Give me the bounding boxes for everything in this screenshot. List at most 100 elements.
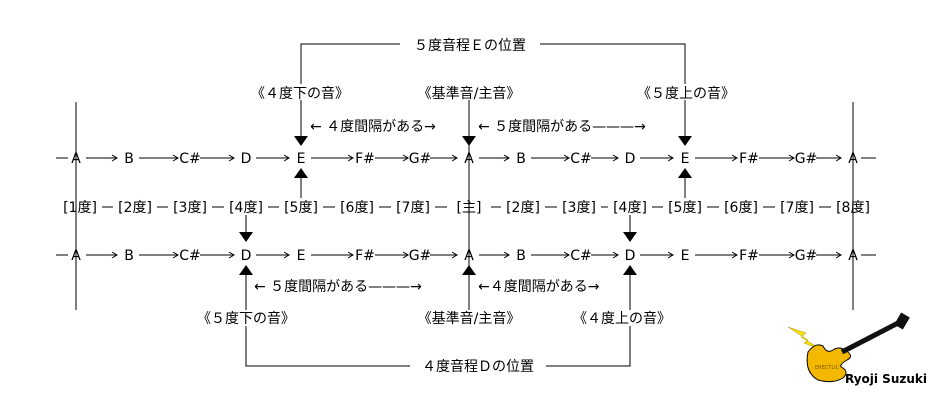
degree-label: [7度]: [780, 200, 814, 216]
note-bottom-7: A: [464, 248, 474, 264]
degree-label: [3度]: [562, 200, 596, 216]
ryoji-suzuki-logo: ERECTLIC Ryoji Suzuki: [787, 312, 927, 386]
note-top-2: C#: [179, 151, 201, 167]
arrow-head-icon: [228, 251, 235, 259]
arrow-head-icon: [731, 154, 738, 162]
note-top-12: F#: [739, 151, 759, 167]
arrow-head-icon: [347, 251, 354, 259]
up-arrow-icon: [678, 168, 692, 178]
down-arrow-icon: [294, 136, 308, 146]
down-arrow-icon: [623, 232, 637, 242]
note-top-6: G#: [409, 151, 432, 167]
degree-label: [2度]: [506, 200, 540, 216]
note-bottom-13: G#: [795, 248, 818, 264]
arrow-head-icon: [283, 251, 290, 259]
note-top-8: B: [516, 151, 526, 167]
note-bottom-14: A: [848, 248, 858, 264]
label-interval-5-top: ← ５度間隔がある———→: [478, 119, 646, 135]
degree-label: [8度]: [836, 200, 870, 216]
degree-label: [5度]: [284, 200, 318, 216]
arrow-head-icon: [612, 251, 619, 259]
note-bottom-0: A: [71, 248, 81, 264]
up-arrow-icon: [623, 265, 637, 275]
top-bracket-label: ５度音程Ｅの位置: [414, 37, 526, 54]
note-top-13: G#: [795, 151, 818, 167]
logo-brand: ERECTLIC: [815, 365, 840, 371]
label-tonic-bottom: 《基準音/主音》: [418, 310, 521, 327]
arrow-head-icon: [402, 251, 409, 259]
arrow-head-icon: [788, 154, 795, 162]
down-arrow-icon: [239, 232, 253, 242]
arrow-head-icon: [228, 154, 235, 162]
arrow-head-icon: [111, 251, 118, 259]
arrow-head-icon: [283, 154, 290, 162]
note-bottom-8: B: [516, 248, 526, 264]
arrow-head-icon: [111, 154, 118, 162]
degree-label: [6度]: [724, 200, 758, 216]
up-arrow-icon: [239, 265, 253, 275]
down-arrow-icon: [462, 136, 476, 146]
note-bottom-10: D: [625, 248, 636, 264]
up-arrow-icon: [294, 168, 308, 178]
note-bottom-9: C#: [570, 248, 592, 264]
note-bottom-3: D: [241, 248, 252, 264]
degree-label: [2度]: [118, 200, 152, 216]
note-bottom-1: B: [124, 248, 134, 264]
note-top-3: D: [241, 151, 252, 167]
arrow-head-icon: [402, 154, 409, 162]
arrow-head-icon: [731, 251, 738, 259]
degree-label: [5度]: [668, 200, 702, 216]
note-top-14: A: [848, 151, 858, 167]
arrow-head-icon: [172, 154, 179, 162]
arrow-head-icon: [451, 154, 458, 162]
guitar-body-icon: [806, 344, 851, 383]
arrow-head-icon: [667, 154, 674, 162]
logo-name: Ryoji Suzuki: [845, 372, 927, 386]
label-interval-4-top: ← ４度間隔がある→: [310, 119, 436, 135]
note-bottom-6: G#: [409, 248, 432, 264]
arrow-head-icon: [563, 154, 570, 162]
note-bottom-11: E: [681, 248, 690, 264]
label-fourth-below: 《４度下の音》: [251, 85, 349, 102]
arrow-head-icon: [563, 251, 570, 259]
note-top-5: F#: [355, 151, 375, 167]
arrow-head-icon: [503, 154, 510, 162]
arrow-head-icon: [347, 154, 354, 162]
note-bottom-5: F#: [355, 248, 375, 264]
degree-label: [3度]: [173, 200, 207, 216]
note-top-1: B: [124, 151, 134, 167]
note-bottom-4: E: [297, 248, 306, 264]
note-top-4: E: [297, 151, 306, 167]
label-interval-5-bottom: ← ５度間隔がある———→: [254, 279, 422, 295]
note-top-7: A: [464, 151, 474, 167]
arrow-head-icon: [835, 154, 842, 162]
note-top-10: D: [625, 151, 636, 167]
label-tonic-top: 《基準音/主音》: [418, 85, 521, 102]
arrow-head-icon: [451, 251, 458, 259]
down-arrow-icon: [678, 136, 692, 146]
label-fifth-below: 《５度下の音》: [197, 310, 295, 327]
degree-label: [4度]: [613, 200, 647, 216]
arrow-head-icon: [503, 251, 510, 259]
note-top-11: E: [681, 151, 690, 167]
bottom-bracket-label: ４度音程Ｄの位置: [422, 358, 534, 375]
degree-label: [4度]: [229, 200, 263, 216]
degree-label: [7度]: [396, 200, 430, 216]
arrow-head-icon: [667, 251, 674, 259]
degree-label: [1度]: [63, 200, 97, 216]
label-fifth-above: 《５度上の音》: [637, 85, 735, 102]
label-interval-4-bottom: ←４度間隔がある→: [478, 279, 600, 295]
arrow-head-icon: [788, 251, 795, 259]
degree-label: [6度]: [340, 200, 374, 216]
note-top-0: A: [71, 151, 81, 167]
arrow-head-icon: [172, 251, 179, 259]
note-bottom-2: C#: [179, 248, 201, 264]
up-arrow-icon: [462, 265, 476, 275]
arrow-head-icon: [612, 154, 619, 162]
note-top-9: C#: [570, 151, 592, 167]
label-fourth-above: 《４度上の音》: [573, 310, 671, 327]
note-bottom-12: F#: [739, 248, 759, 264]
arrow-head-icon: [835, 251, 842, 259]
degree-label: [主]: [457, 200, 482, 216]
